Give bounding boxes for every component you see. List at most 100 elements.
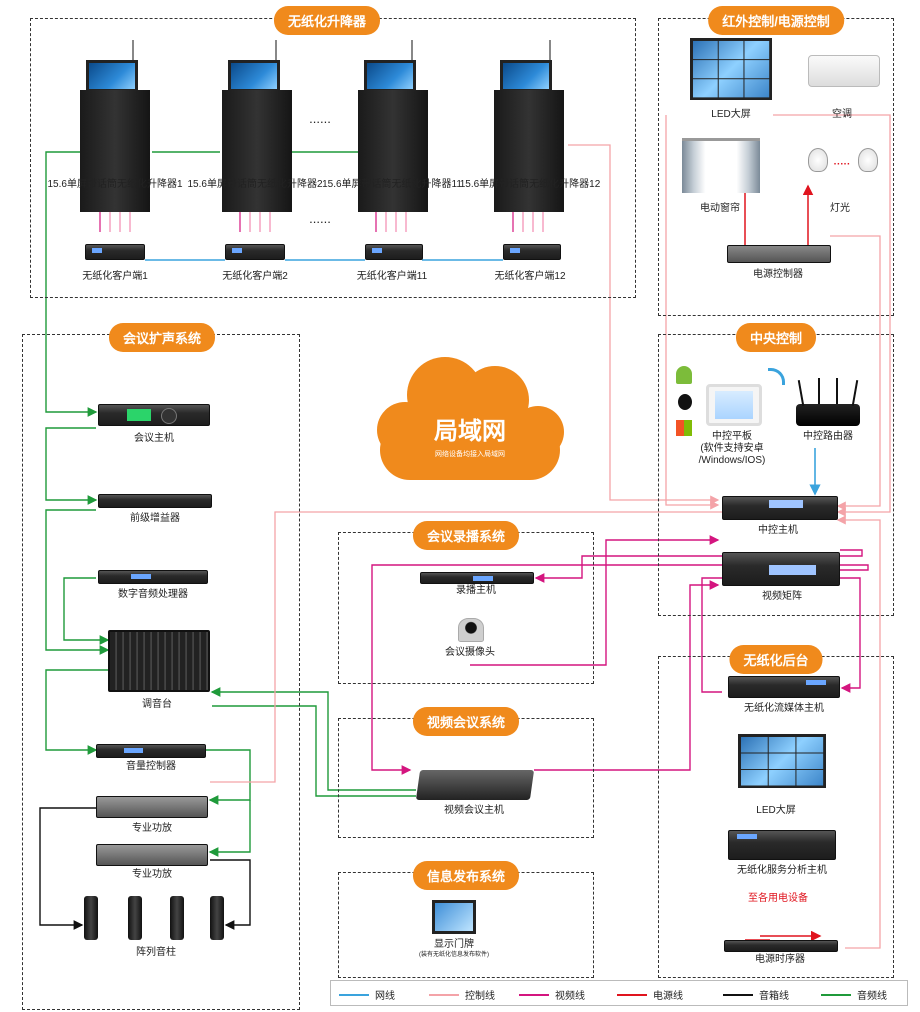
backend-stream-label: 无纸化流媒体主机 [744,703,824,714]
tablet-label: 中控平板 [712,431,752,442]
light-bulb-2 [858,148,878,172]
legend-control-label: 控制线 [465,991,495,1002]
title-info: 信息发布系统 [412,861,520,890]
legend-speaker: 音箱线 [723,987,789,1002]
preamp [98,494,212,508]
ir-led-label: LED大屏 [711,109,751,120]
amplifier-1 [96,796,208,818]
audio-host-label: 会议主机 [134,433,174,444]
client-ellipsis: ...... [309,211,331,226]
tablet [706,384,762,426]
light-bulb-1 [808,148,828,172]
cloud-subtitle: 网络设备均接入局域网 [435,451,505,458]
router-label: 中控路由器 [803,431,853,442]
windows-icon [676,420,692,436]
apple-icon [678,394,692,410]
router [796,378,860,426]
curtain [682,138,760,193]
client-label-11: 无纸化客户端11 [356,271,428,282]
dsp [98,570,208,584]
analysis-server [728,830,836,860]
central-host-label: 中控主机 [758,525,798,536]
zone-record [338,532,594,684]
lift-label-1: 15.6单屏带话筒无纸化升降器1 [47,179,183,190]
audio-amp1-label: 专业功放 [132,823,172,834]
title-ir: 红外控制/电源控制 [708,6,844,35]
client-11 [365,244,423,260]
light-dots: ····· [833,159,851,170]
volume-controller [96,744,206,758]
speaker-column-1 [84,896,98,940]
speaker-column-2 [128,896,142,940]
audio-volume-label: 音量控制器 [126,761,176,772]
legend-power: 电源线 [617,987,683,1002]
audio-dsp-label: 数字音频处理器 [118,589,188,600]
backend-sequencer-label: 电源时序器 [755,954,805,965]
backend-led-label: LED大屏 [756,805,796,816]
ir-curtain-label: 电动窗帘 [700,203,740,214]
legend-control: 控制线 [429,987,495,1002]
info-sign-label: 显示门牌 [434,939,474,950]
amplifier-2 [96,844,208,866]
record-host-label: 录播主机 [456,585,496,596]
matrix-label: 视频矩阵 [762,591,802,602]
client-2 [225,244,285,260]
door-sign-display [432,900,476,934]
legend-video: 视频线 [519,987,585,1002]
legend: 网线 控制线 视频线 电源线 音箱线 音频线 [330,980,908,1006]
lift-label-12: 15.6单屏带话筒无纸化升降器12 [459,179,601,190]
legend-power-label: 电源线 [653,991,683,1002]
ir-power-ctrl-label: 电源控制器 [753,269,803,280]
android-icon [676,366,692,384]
client-label-12: 无纸化客户端12 [494,271,566,282]
legend-audio-label: 音频线 [857,991,887,1002]
ptz-camera [458,618,484,642]
legend-network-label: 网线 [375,991,395,1002]
info-sign-note: (装有无纸化信息发布软件) [419,952,489,958]
title-video-conf: 视频会议系统 [412,707,520,736]
legend-speaker-label: 音箱线 [759,991,789,1002]
ir-light-label: 灯光 [830,203,850,214]
title-central: 中央控制 [735,323,817,352]
legend-video-label: 视频线 [555,991,585,1002]
audio-preamp-label: 前级增益器 [130,513,180,524]
wifi-icon [768,368,785,385]
led-wall-ir [690,38,772,100]
power-controller [727,245,831,263]
recording-host [420,572,534,584]
central-host [722,496,838,520]
conference-host [98,404,210,426]
client-12 [503,244,561,260]
record-camera-label: 会议摄像头 [445,647,495,658]
title-backend: 无纸化后台 [729,645,823,674]
cloud-title: 局域网 [434,418,506,445]
lift-label-11: 15.6单屏带话筒无纸化升降器11 [322,179,462,190]
streaming-host [728,676,840,698]
to-all-devices: 至各用电设备 [748,893,808,904]
video-matrix [722,552,840,586]
video-conf-host [415,770,535,800]
client-label-2: 无纸化客户端2 [222,271,288,282]
lift-ellipsis: ...... [309,111,331,126]
speaker-column-4 [210,896,224,940]
video-conf-host-label: 视频会议主机 [444,805,504,816]
title-record: 会议录播系统 [412,521,520,550]
lift-label-2: 15.6单屏带话筒无纸化升降器2 [187,179,323,190]
led-wall-backend [738,734,826,788]
legend-audio: 音频线 [821,987,887,1002]
client-1 [85,244,145,260]
legend-network: 网线 [339,987,395,1002]
tablet-note-1: (软件支持安卓 [700,443,764,454]
title-audio: 会议扩声系统 [108,323,216,352]
audio-amp2-label: 专业功放 [132,869,172,880]
ir-ac-label: 空调 [832,109,852,120]
tablet-note-2: /Windows/IOS) [698,455,766,466]
air-conditioner [808,55,880,87]
client-label-1: 无纸化客户端1 [82,271,148,282]
backend-server-label: 无纸化服务分析主机 [737,865,827,876]
lan-cloud [377,357,564,480]
power-sequencer [724,940,838,952]
audio-mixer-label: 调音台 [142,699,172,710]
mixer [108,630,210,692]
